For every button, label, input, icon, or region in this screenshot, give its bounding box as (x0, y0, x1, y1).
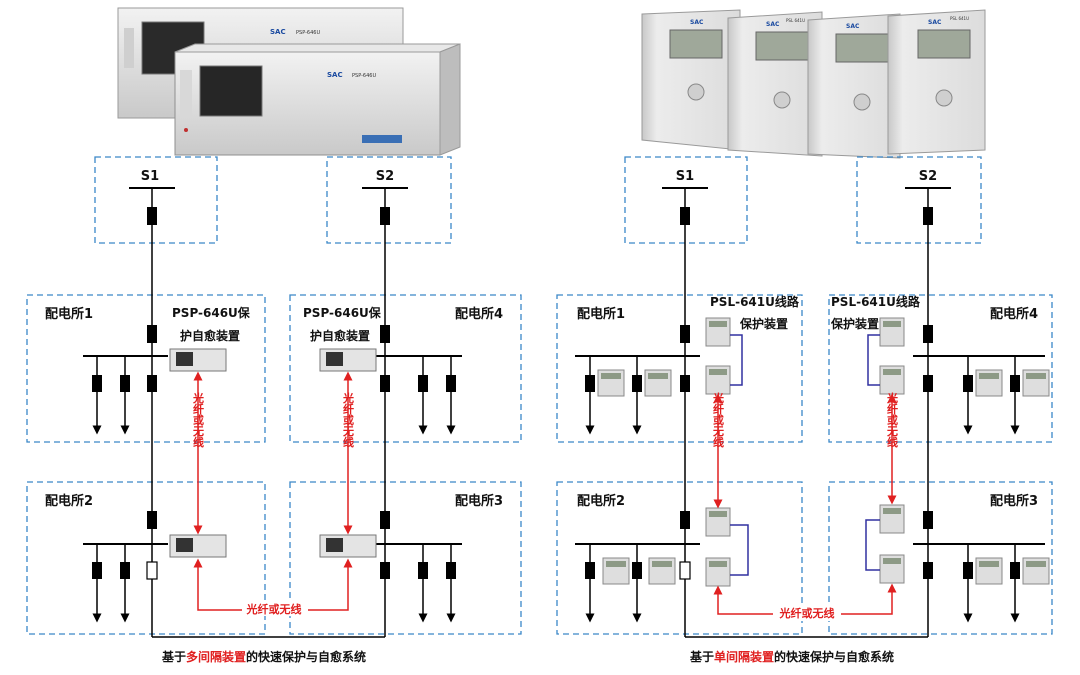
right-feeders (585, 356, 1020, 623)
device-brand-text: SAC (766, 21, 780, 28)
link-label: 光纤或无线 (712, 391, 726, 448)
left-feeders (92, 356, 456, 623)
relay-screens (601, 321, 1046, 567)
right-wires (730, 334, 880, 576)
device-label-right-1: PSP-646U保 (303, 305, 382, 320)
link-label: 光纤或无线 (342, 391, 356, 448)
rack-device (319, 534, 377, 558)
station-label-4: 配电所4 (990, 306, 1038, 322)
open-breaker (679, 561, 691, 580)
bus-label-s2: S2 (376, 169, 394, 184)
device-brand-text: SAC (846, 23, 860, 30)
left-diagram: SAC PSP-646U SAC PSP-646U S1 S2 (26, 7, 522, 638)
right-diagram: SAC SAC PSL 641U SAC SAC PSL 641U (556, 9, 1053, 638)
source-box-s2 (326, 156, 452, 244)
caption-suffix: 的快速保护与自愈系统 (246, 650, 367, 664)
station-box-2 (26, 481, 266, 635)
link-label: 光纤或无线 (192, 391, 206, 448)
left-device-photo: SAC PSP-646U SAC PSP-646U (117, 7, 461, 156)
device-model-text: PSL 641U (950, 16, 969, 21)
left-station-buses (83, 355, 462, 545)
relay-devices (597, 317, 1050, 587)
caption-prefix: 基于 (690, 650, 715, 664)
rack-device (169, 534, 227, 558)
station-box-3 (289, 481, 522, 635)
bus-label-s1: S1 (141, 169, 159, 184)
device-model-text: PSL 641U (786, 18, 805, 23)
left-breakers (147, 207, 390, 579)
rack-device (169, 348, 227, 372)
station-box-4 (289, 294, 522, 443)
station-label-1: 配电所1 (45, 306, 93, 322)
device-model-text: PSP-646U (352, 73, 376, 79)
caption-left: 基于多间隔装置的快速保护与自愈系统 (162, 648, 366, 665)
device-label-right-2: 护自愈装置 (310, 328, 370, 343)
caption-right: 基于单间隔装置的快速保护与自愈系统 (690, 648, 894, 665)
device-brand-text: SAC (270, 28, 286, 36)
bus-label-s2: S2 (919, 169, 937, 184)
bus-label-s1: S1 (676, 169, 694, 184)
source-box-s1 (624, 156, 748, 244)
left-dashed-boxes (26, 156, 522, 635)
caption-highlight: 单间隔装置 (714, 650, 775, 664)
station-label-1: 配电所1 (577, 306, 625, 322)
device-brand-text: SAC (928, 19, 942, 26)
station-box-3 (828, 481, 1053, 635)
link-label: 光纤或无线 (886, 391, 900, 448)
station-box-2 (556, 481, 803, 635)
right-breakers (680, 207, 933, 579)
device-label-left-1: PSP-646U保 (172, 305, 251, 320)
device-label-left-2: 保护装置 (739, 316, 788, 331)
left-comm-links (193, 371, 353, 611)
source-box-s1 (94, 156, 218, 244)
device-model-text: PSP-646U (296, 30, 320, 36)
station-label-2: 配电所2 (45, 493, 93, 509)
station-label-3: 配电所3 (455, 493, 503, 509)
caption-prefix: 基于 (162, 650, 187, 664)
station-label-2: 配电所2 (577, 493, 625, 509)
device-label-left-2: 护自愈装置 (180, 328, 240, 343)
device-brand-text: SAC (327, 71, 343, 79)
station-box-4 (828, 294, 1053, 443)
source-box-s2 (856, 156, 982, 244)
link-label-vertical-left: 光纤或无线 (192, 391, 206, 448)
right-comm-links (713, 393, 897, 615)
device-brand-text: SAC (690, 19, 704, 26)
rack-device (319, 348, 377, 372)
station-box-1 (26, 294, 266, 443)
caption-highlight: 多间隔装置 (186, 650, 247, 664)
right-dashed-boxes (556, 156, 1053, 635)
station-label-3: 配电所3 (990, 493, 1038, 509)
caption-suffix: 的快速保护与自愈系统 (774, 650, 895, 664)
open-breaker (146, 561, 158, 580)
link-label-vertical-right: 光纤或无线 (342, 391, 356, 448)
station-label-4: 配电所4 (455, 306, 503, 322)
device-label-right-2: 保护装置 (830, 316, 879, 331)
right-device-photo: SAC SAC PSL 641U SAC SAC PSL 641U (641, 9, 986, 159)
device-label-left-1: PSL-641U线路 (710, 294, 800, 309)
device-label-right-1: PSL-641U线路 (831, 294, 921, 309)
link-label-horizontal: 光纤或无线 (246, 602, 302, 616)
link-label-horizontal: 光纤或无线 (779, 606, 835, 620)
station-box-1 (556, 294, 803, 443)
